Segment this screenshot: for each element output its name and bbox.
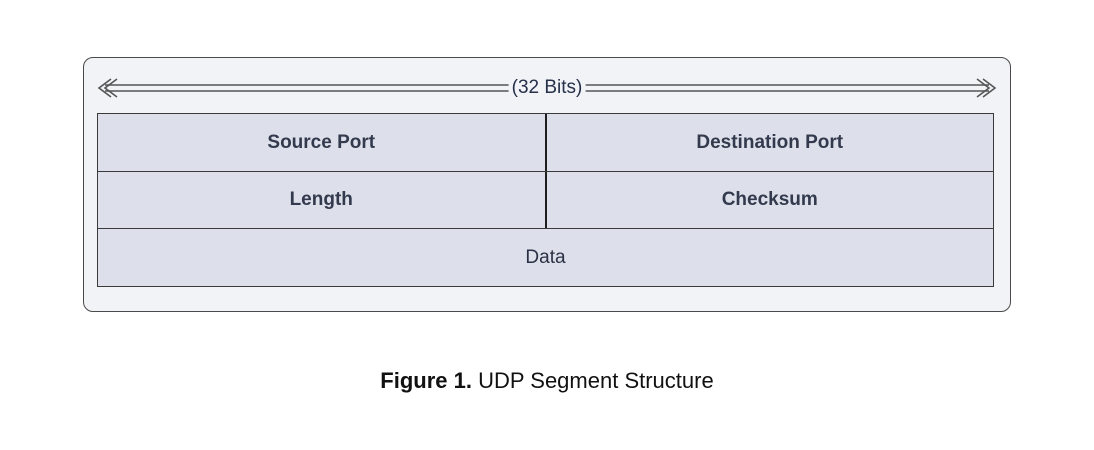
data-field: Data (525, 246, 566, 268)
header-row-2: Length Checksum (98, 172, 993, 229)
figure-title: UDP Segment Structure (478, 368, 714, 393)
bit-width-indicator: (32 Bits) (97, 73, 997, 103)
checksum-field: Checksum (721, 189, 818, 210)
bit-width-label: (32 Bits) (508, 77, 586, 99)
destination-port-field: Destination Port (696, 131, 844, 153)
source-port-field: Source Port (98, 114, 547, 171)
udp-header-grid: Source Port Destination Port Length Chec… (97, 113, 994, 287)
header-row-1: Source Port Destination Port (98, 114, 993, 172)
figure-number: Figure 1. (380, 368, 472, 393)
length-field: Length (98, 172, 547, 228)
header-row-3: Data (98, 229, 993, 286)
double-arrow-icon (97, 78, 997, 98)
figure-caption: Figure 1. UDP Segment Structure (0, 368, 1094, 394)
